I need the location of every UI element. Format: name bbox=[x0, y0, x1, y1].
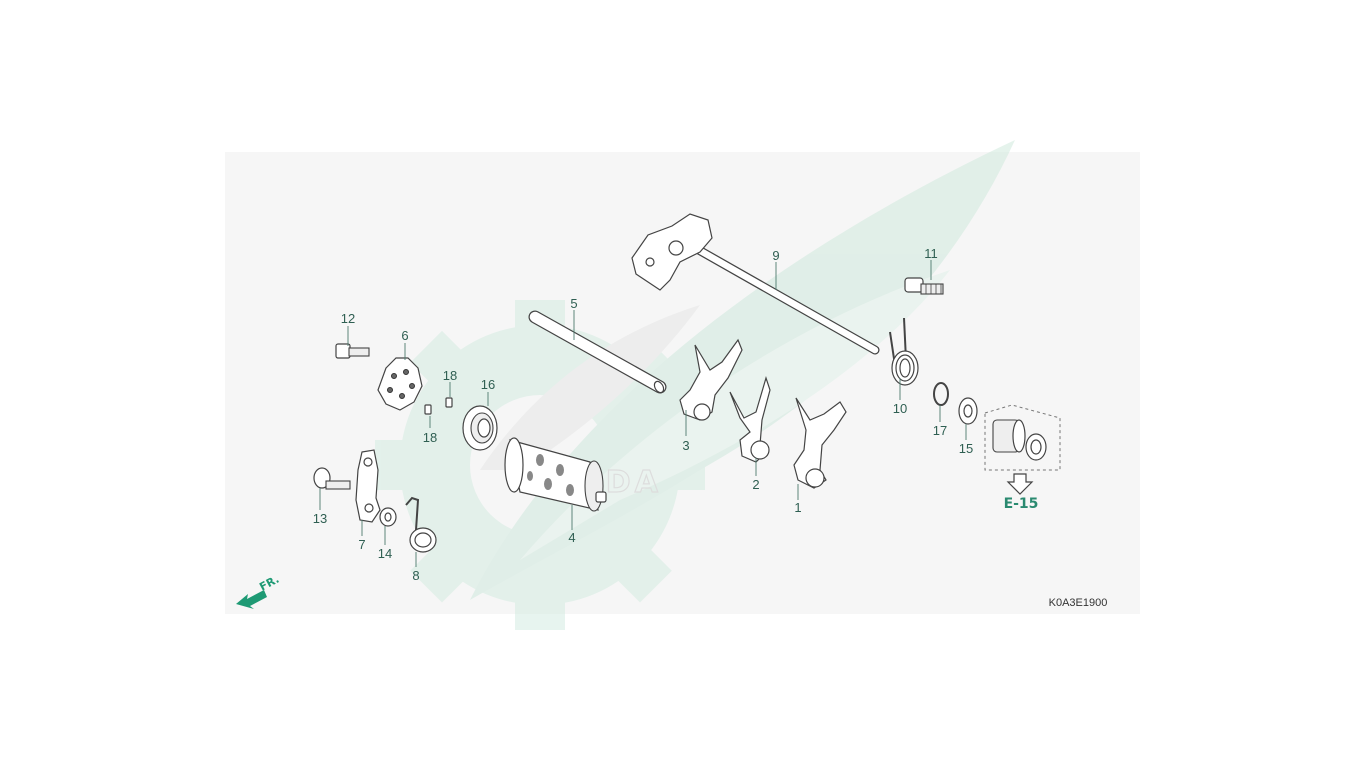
washer-14 bbox=[379, 507, 397, 527]
callout-11: 11 bbox=[924, 246, 938, 261]
callout-1: 1 bbox=[794, 500, 801, 515]
callout-4: 4 bbox=[568, 530, 575, 545]
shift-fork-1 bbox=[793, 397, 847, 489]
circlip bbox=[933, 382, 949, 406]
drum-bearing bbox=[462, 405, 498, 451]
callout-10: 10 bbox=[893, 401, 907, 416]
reference-arrow-icon bbox=[1006, 473, 1034, 495]
callout-18-upper: 18 bbox=[443, 368, 457, 383]
drum-center bbox=[377, 357, 423, 411]
callout-13: 13 bbox=[313, 511, 327, 526]
stopper-bolt bbox=[904, 277, 944, 295]
callout-9: 9 bbox=[772, 248, 779, 263]
stopper-arm bbox=[355, 449, 381, 523]
watermark-logo: HONDA bbox=[375, 140, 1015, 630]
callout-14: 14 bbox=[378, 546, 392, 561]
callout-3: 3 bbox=[682, 438, 689, 453]
callout-15: 15 bbox=[959, 441, 973, 456]
reference-label[interactable]: E-15 bbox=[1004, 496, 1039, 512]
callout-16: 16 bbox=[481, 377, 495, 392]
shift-drum bbox=[504, 437, 607, 512]
dowel-pin-lower bbox=[424, 404, 432, 415]
callout-5: 5 bbox=[570, 296, 577, 311]
callout-6: 6 bbox=[401, 328, 408, 343]
washer bbox=[958, 397, 978, 425]
shift-fork-2 bbox=[729, 375, 771, 463]
callout-18-lower: 18 bbox=[423, 430, 437, 445]
callout-12: 12 bbox=[341, 311, 355, 326]
bearing-reference-group bbox=[984, 404, 1061, 495]
return-spring bbox=[889, 317, 919, 386]
callout-2: 2 bbox=[752, 477, 759, 492]
diagram-code: K0A3E1900 bbox=[1049, 597, 1108, 609]
bolt-12 bbox=[335, 343, 370, 359]
bolt-13 bbox=[313, 467, 351, 490]
callout-7: 7 bbox=[358, 537, 365, 552]
callout-17: 17 bbox=[933, 423, 947, 438]
callout-8: 8 bbox=[412, 568, 419, 583]
dowel-pin-upper bbox=[445, 397, 453, 408]
leader-lines bbox=[319, 260, 967, 567]
shift-fork-shaft bbox=[528, 310, 667, 394]
shift-fork-3 bbox=[679, 338, 743, 421]
stopper-spring bbox=[405, 496, 437, 553]
shift-spindle bbox=[631, 213, 880, 355]
front-arrow-icon bbox=[236, 590, 267, 609]
